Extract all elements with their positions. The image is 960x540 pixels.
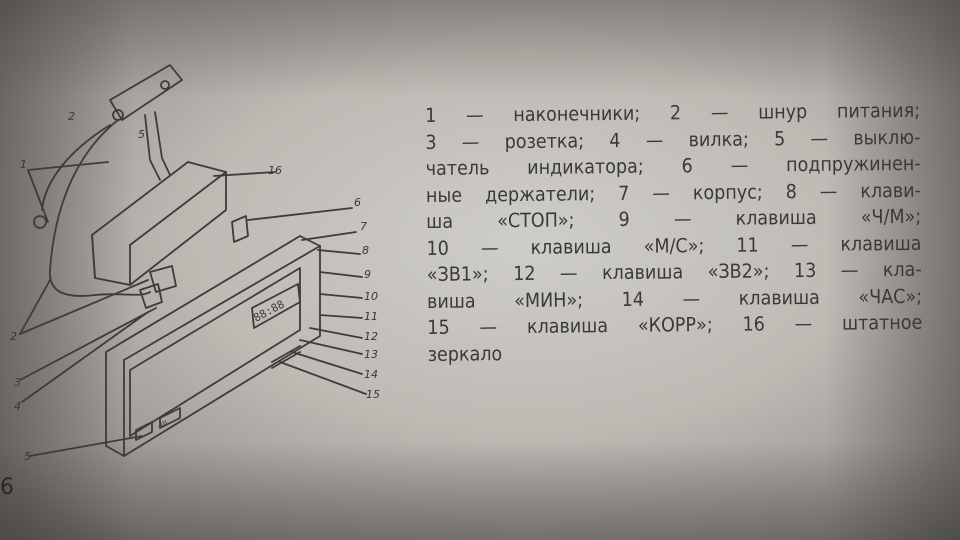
power-cord [49, 119, 151, 297]
socket [149, 265, 177, 293]
callout-13: 13 [364, 348, 378, 361]
device-drawing: 1 2 3 4 5 6 7 8 9 10 11 12 13 14 15 16 2… [10, 64, 380, 463]
callout-10: 10 [364, 290, 378, 303]
cord-tip [33, 215, 47, 229]
callout-6: 6 [354, 196, 361, 209]
switch-label: III [159, 419, 169, 430]
legend-line-9: 15 — клавиша «КОРР»; 16 — штатное [427, 310, 923, 339]
plug [139, 283, 163, 309]
mount-screw-2 [160, 80, 170, 90]
mount-arm [144, 114, 161, 181]
callout-12: 12 [364, 330, 378, 343]
callout-11: 11 [364, 310, 378, 323]
callout-16: 16 [268, 164, 282, 177]
mount-bracket [109, 64, 183, 121]
callout-5-top: 5 [138, 128, 145, 141]
callout-8: 8 [362, 244, 369, 257]
display-digits: 88:88 [251, 298, 286, 325]
page-number: 6 [0, 475, 14, 500]
callout-2-top: 2 [68, 110, 75, 123]
display-window [251, 283, 301, 329]
callout-3: 3 [14, 376, 21, 389]
spring-holder [231, 215, 249, 243]
callout-7: 7 [360, 220, 367, 233]
callout-1: 1 [20, 158, 27, 171]
callout-15: 15 [366, 388, 380, 401]
callout-4: 4 [14, 400, 21, 413]
callout-14: 14 [364, 368, 378, 381]
callout-5: 5 [24, 450, 31, 463]
callout-9: 9 [364, 268, 371, 281]
legend-text: 1 — наконечники; 2 — шнур питания; 3 — р… [425, 98, 923, 368]
device-diagram: 1 2 3 4 5 6 7 8 9 10 11 12 13 14 15 16 2… [0, 40, 420, 510]
legend-line-10: зеркало [427, 341, 503, 366]
device-body [105, 235, 321, 457]
callout-2: 2 [10, 330, 17, 343]
